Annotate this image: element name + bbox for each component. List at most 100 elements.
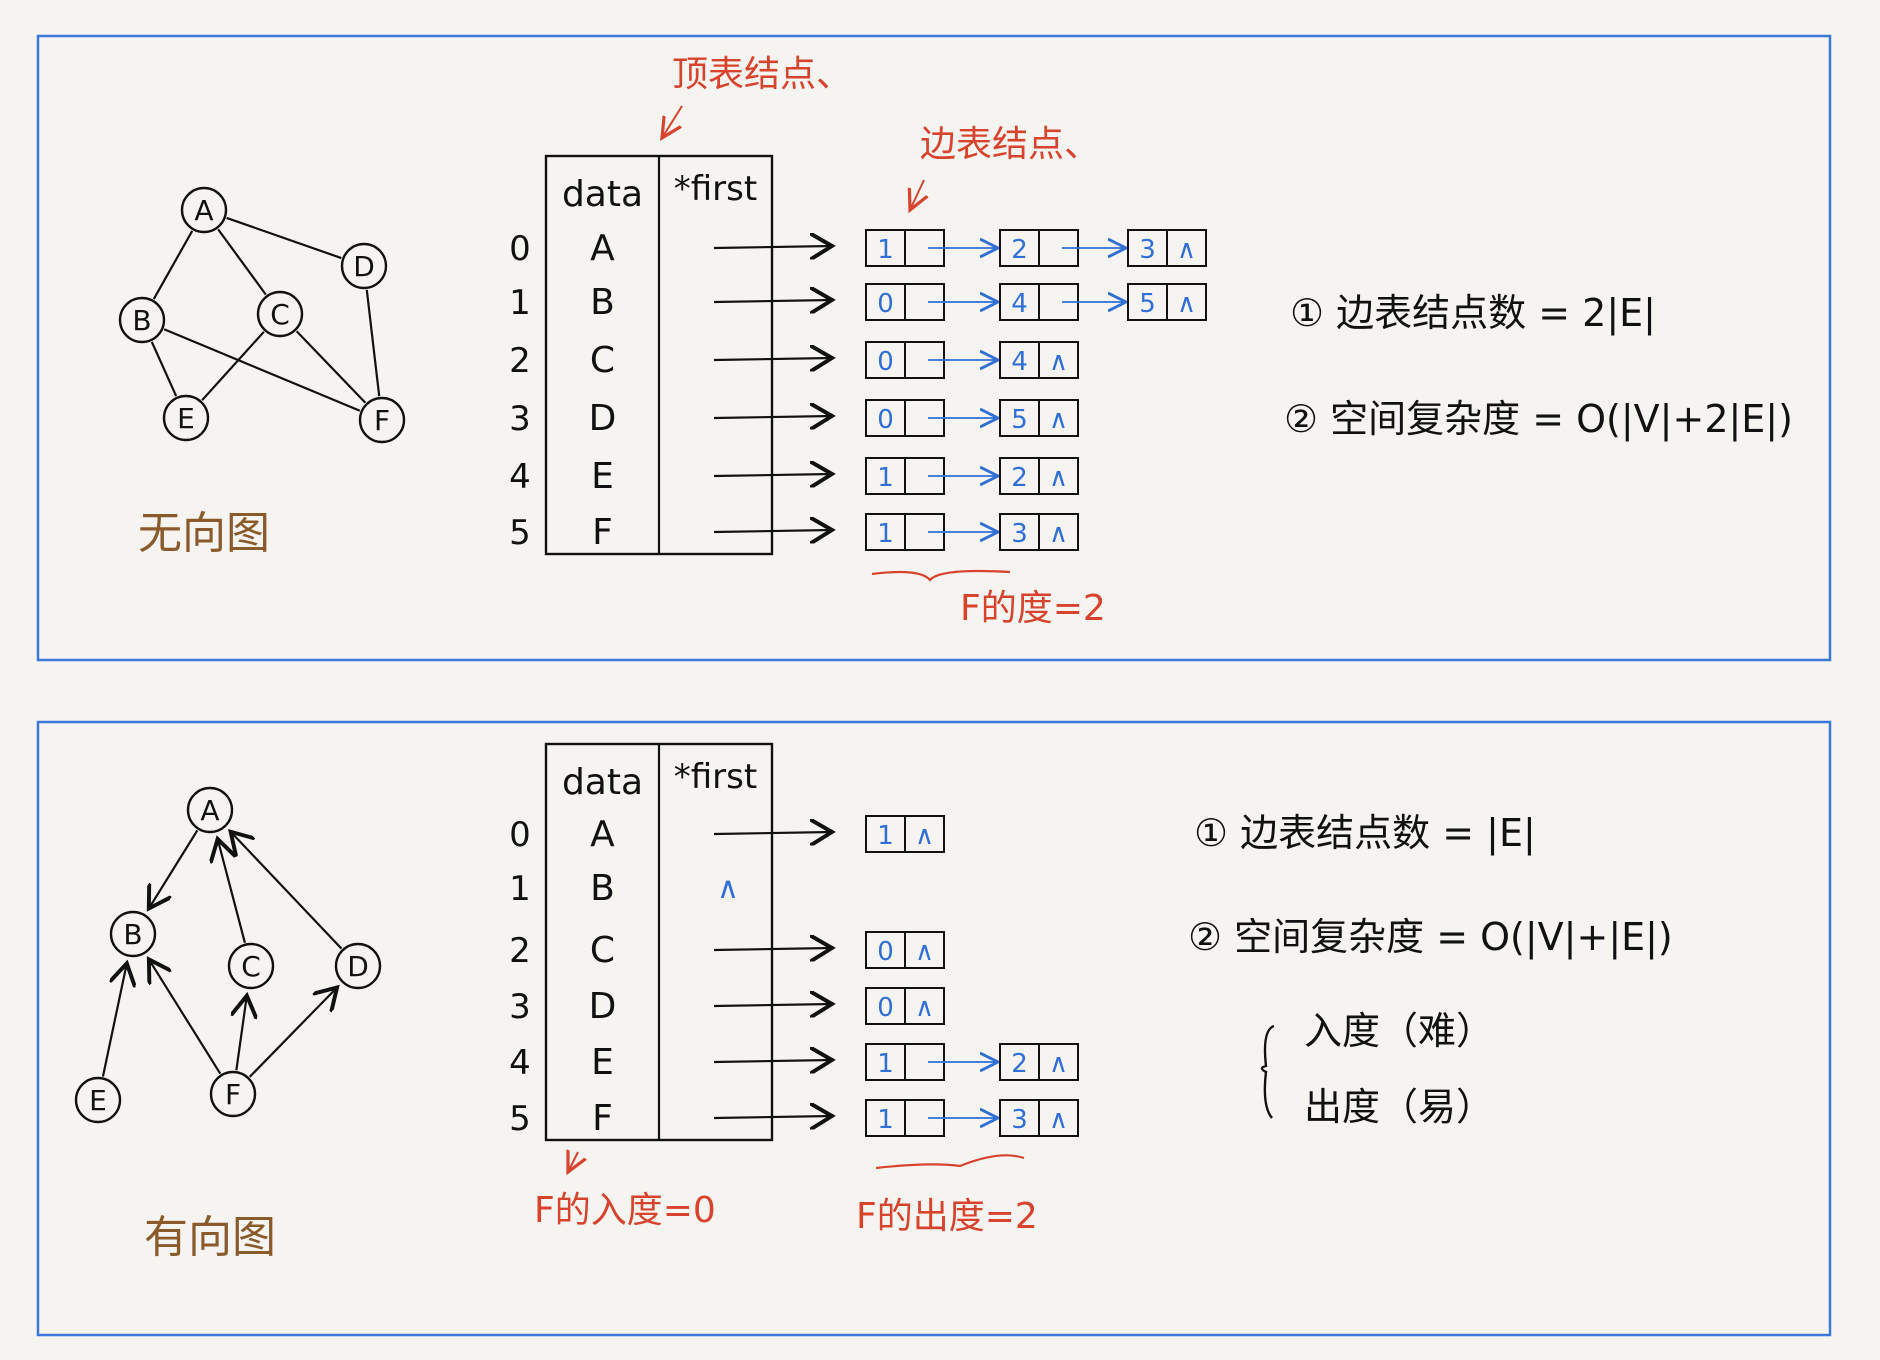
edge-node-adjvex: 1 xyxy=(877,519,894,549)
vertex-name: D xyxy=(589,398,617,439)
edge-node-adjvex: 0 xyxy=(877,289,894,319)
graph-edge-B-E xyxy=(150,341,178,397)
vertex-name: C xyxy=(590,340,615,381)
first-pointer-arrow xyxy=(713,832,832,834)
first-pointer-arrow xyxy=(713,358,832,360)
vertex-name: B xyxy=(590,282,615,323)
edge-node-annotation: 边表结点、 xyxy=(920,124,1100,165)
graph-edge-C-E xyxy=(201,331,265,401)
edge-node-adjvex: 2 xyxy=(1011,463,1028,493)
graph-node-label: D xyxy=(353,250,375,283)
f-out-degree-annotation: F的出度=2 xyxy=(856,1196,1038,1237)
graph-edge-A-B xyxy=(149,829,199,908)
graph-node-D xyxy=(340,242,388,290)
brace-under-f-list xyxy=(871,569,1011,582)
graph-edge-A-C xyxy=(217,228,267,296)
null-pointer-symbol: ∧ xyxy=(915,937,934,967)
edge-node-adjvex: 3 xyxy=(1139,235,1156,265)
graph-node-F xyxy=(358,396,406,444)
note-space-complexity: ② 空间复杂度 = O(|V|+2|E|) xyxy=(1284,397,1793,442)
vertex-name: B xyxy=(590,868,615,909)
edge-node-adjvex: 1 xyxy=(877,1105,894,1135)
row-index: 4 xyxy=(509,457,531,497)
graph-edge-D-F xyxy=(365,289,381,397)
row-index: 3 xyxy=(509,399,531,439)
graph-node-label: A xyxy=(194,194,213,227)
edge-node-adjvex: 0 xyxy=(877,937,894,967)
brace-under-f-list xyxy=(875,1154,1025,1170)
graph-type-title: 有向图 xyxy=(144,1212,276,1263)
null-pointer-symbol: ∧ xyxy=(1049,519,1068,549)
first-pointer-arrow xyxy=(713,1004,832,1006)
edge-node-adjvex: 0 xyxy=(877,993,894,1023)
graph-node-B xyxy=(109,910,157,958)
first-pointer-arrow xyxy=(713,300,832,302)
graph-node-C xyxy=(256,290,304,338)
null-pointer-symbol: ∧ xyxy=(1049,463,1068,493)
edge-node-adjvex: 1 xyxy=(877,235,894,265)
graph-node-label: C xyxy=(241,950,261,983)
null-pointer-symbol: ∧ xyxy=(1049,347,1068,377)
edge-node-adjvex: 5 xyxy=(1139,289,1156,319)
graph-node-D xyxy=(334,942,382,990)
null-pointer-symbol: ∧ xyxy=(1049,1105,1068,1135)
in-degree-pointer xyxy=(568,1152,578,1172)
vertex-name: F xyxy=(592,1098,613,1139)
note-edge-node-count: ① 边表结点数 = |E| xyxy=(1194,811,1536,856)
edge-node-adjvex: 3 xyxy=(1011,1105,1028,1135)
edge-node-adjvex: 3 xyxy=(1011,519,1028,549)
graph-node-label: A xyxy=(200,794,219,827)
directed-panel-frame xyxy=(36,720,1832,1337)
note-in-degree: 入度（难） xyxy=(1304,1009,1494,1053)
graph-edge-C-F xyxy=(295,330,367,404)
graph-edge-A-B xyxy=(152,230,194,300)
row-index: 3 xyxy=(509,987,531,1027)
graph-node-B xyxy=(118,296,166,344)
edge-node-adjvex: 2 xyxy=(1011,235,1028,265)
vertex-name: F xyxy=(592,512,613,553)
graph-node-label: B xyxy=(123,918,142,951)
note-space-complexity: ② 空间复杂度 = O(|V|+|E|) xyxy=(1188,915,1673,960)
first-pointer-arrow xyxy=(713,948,832,950)
edge-node-adjvex: 1 xyxy=(877,463,894,493)
row-index: 0 xyxy=(509,815,531,855)
first-pointer-arrow xyxy=(713,246,832,248)
row-index: 1 xyxy=(509,283,531,323)
vertex-node-pointer xyxy=(662,105,683,138)
graph-node-E xyxy=(162,394,210,442)
f-in-degree-annotation: F的入度=0 xyxy=(534,1190,716,1231)
row-index: 5 xyxy=(509,1099,531,1139)
vertex-name: A xyxy=(590,228,615,269)
first-pointer-arrow xyxy=(713,1060,832,1062)
row-index: 2 xyxy=(509,931,531,971)
vertex-name: D xyxy=(589,986,617,1027)
edge-node-pointer xyxy=(910,179,924,210)
graph-node-label: B xyxy=(132,304,151,337)
note-out-degree: 出度（易） xyxy=(1304,1085,1494,1129)
graph-node-E xyxy=(74,1076,122,1124)
graph-node-label: E xyxy=(177,402,195,435)
graph-node-C xyxy=(227,942,275,990)
f-degree-annotation: F的度=2 xyxy=(960,588,1106,629)
data-column-header: data xyxy=(562,762,643,803)
graph-edge-A-D xyxy=(226,216,342,260)
vertex-name: C xyxy=(590,930,615,971)
first-pointer-arrow xyxy=(713,530,832,532)
null-pointer-symbol: ∧ xyxy=(915,993,934,1023)
row-index: 1 xyxy=(509,869,531,909)
first-pointer-arrow xyxy=(713,416,832,418)
graph-node-label: F xyxy=(225,1078,241,1111)
note-edge-node-count: ① 边表结点数 = 2|E| xyxy=(1290,291,1656,336)
graph-node-A xyxy=(180,186,228,234)
edge-node-adjvex: 5 xyxy=(1011,405,1028,435)
vertex-name: A xyxy=(590,814,615,855)
edge-node-adjvex: 4 xyxy=(1011,347,1028,377)
null-pointer-symbol: ∧ xyxy=(717,871,739,906)
graph-node-label: D xyxy=(347,950,369,983)
null-pointer-symbol: ∧ xyxy=(1177,289,1196,319)
graph-node-label: F xyxy=(374,404,390,437)
row-index: 0 xyxy=(509,229,531,269)
graph-edge-D-A xyxy=(231,832,343,950)
